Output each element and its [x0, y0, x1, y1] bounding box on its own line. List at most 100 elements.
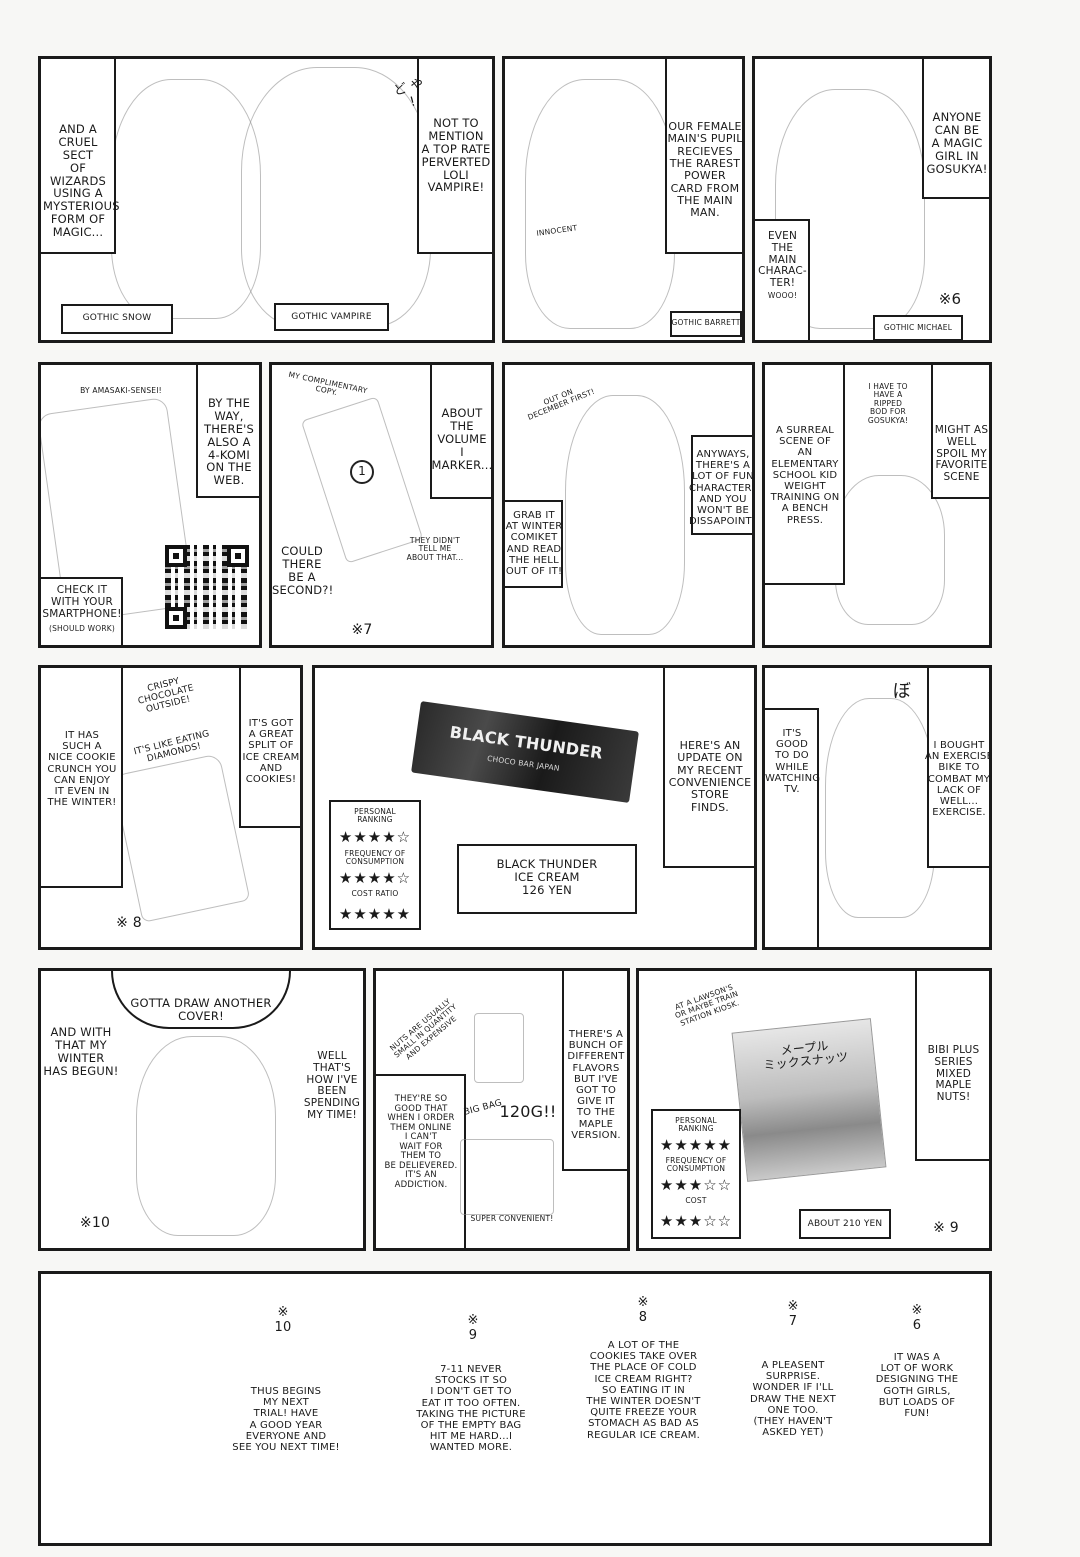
footnote-mark: ※ 8 — [637, 1295, 649, 1325]
name-tag-label: GOTHIC BARRETT — [671, 318, 741, 327]
rating-title: PERSONAL RANKING — [675, 1116, 717, 1134]
name-tag — [61, 304, 173, 334]
rating-title: PERSONAL RANKING — [354, 807, 396, 825]
caption-box — [663, 668, 754, 868]
caption-draw-cover: GOTTA DRAW ANOTHER COVER! — [130, 996, 272, 1023]
sketch-schoolgirl — [565, 395, 685, 635]
rating-stars: ★★★★☆ — [338, 828, 412, 846]
caption-box — [41, 59, 116, 254]
volume-marker — [350, 460, 374, 484]
caption-exercise-bike: I BOUGHT AN EXERCISE BIKE TO COMBAT MY L… — [924, 740, 992, 819]
panel-bench-press: A SURREAL SCENE OF AN ELEMENTARY SCHOOL … — [762, 362, 992, 648]
caption-box — [41, 668, 123, 888]
sketch-drawing-artist — [136, 1036, 276, 1236]
footnote-text: THUS BEGINS MY NEXT TRIAL! HAVE A GOOD Y… — [232, 1386, 340, 1453]
footnote-mark: ※ 9 — [933, 1220, 959, 1236]
panel-ice-cream-review: IT HAS SUCH A NICE COOKIE CRUNCH YOU CAN… — [38, 665, 303, 950]
caption-wizards: AND A CRUEL SECT OF WIZARDS USING A MYST… — [43, 122, 120, 239]
caption-box — [111, 971, 291, 1029]
caption-pupil: OUR FEMALE MAIN'S PUPIL RECIEVES THE RAR… — [667, 120, 743, 220]
name-tag-label: GOTHIC SNOW — [82, 313, 152, 323]
caption-bibi-plus: BIBI PLUS SERIES MIXED MAPLE NUTS! — [927, 1044, 980, 1103]
panel-gothic-barrett: OUR FEMALE MAIN'S PUPIL RECIEVES THE RAR… — [502, 56, 745, 343]
small-note: MY COMPLIMENTARY COPY. — [287, 369, 369, 398]
caption-grab-it: GRAB IT AT WINTER COMIKET AND READ THE H… — [505, 510, 563, 577]
sketch-gothic-barrett — [525, 79, 675, 329]
caption-surreal-scene: A SURREAL SCENE OF AN ELEMENTARY SCHOOL … — [770, 425, 840, 526]
caption-box — [927, 668, 989, 868]
small-note: CRISPY CHOCOLATE OUTSIDE! — [137, 676, 195, 716]
panel-exercise-bike: ぼ IT'S GOOD TO DO WHILE WATCHING TV. I B… — [762, 665, 992, 950]
footnote-mark: ※10 — [79, 1215, 111, 1231]
name-tag — [873, 315, 963, 340]
price-label: ABOUT 210 YEN — [807, 1219, 883, 1229]
caption-spoil: MIGHT AS WELL SPOIL MY FAVORITE SCENE — [934, 424, 989, 483]
caption-volume-marker: ABOUT THE VOLUME I MARKER... — [431, 406, 493, 472]
caption-web: BY THE WAY, THERE'S ALSO A 4-KOMI ON THE… — [203, 396, 255, 488]
caption-magic-girl: ANYONE CAN BE A MAGIC GIRL IN GOSUKYA! — [926, 110, 988, 176]
qr-code — [165, 545, 249, 629]
panel-maple-nuts: AT A LAWSON'S OR MAYBE TRAIN STATION KIO… — [636, 968, 992, 1251]
caption-maple: THERE'S A BUNCH OF DIFFERENT FLAVORS BUT… — [567, 1029, 625, 1141]
caption-box — [931, 365, 989, 499]
footnote-mark: ※ 7 — [787, 1299, 799, 1329]
caption-cookie-crunch: IT HAS SUCH A NICE COOKIE CRUNCH YOU CAN… — [47, 730, 117, 809]
caption-fun-characters: ANYWAYS, THERE'S A LOT OF FUN CHARACTERS… — [689, 449, 755, 528]
caption-box — [665, 59, 742, 254]
caption-spending-time: WELL THAT'S HOW I'VE BEEN SPENDING MY TI… — [303, 1050, 361, 1121]
sound-effect: ぼ — [892, 681, 912, 702]
caption-check: CHECK IT WITH YOUR SMARTPHONE! — [42, 584, 122, 620]
panel-comiket: OUT ON DECEMBER FIRST! ANYWAYS, THERE'S … — [502, 362, 755, 648]
small-note: (SHOULD WORK) — [48, 624, 116, 633]
panel-gothic-michael: ANYONE CAN BE A MAGIC GIRL IN GOSUKYA! E… — [752, 56, 992, 343]
footnote-mark: ※ 6 — [911, 1303, 923, 1333]
rating-card — [329, 800, 421, 930]
caption-box — [562, 971, 627, 1171]
caption-box — [922, 59, 989, 199]
caption-box — [505, 500, 563, 588]
name-tag — [274, 303, 389, 331]
package-label: メープル ミックスナッツ — [762, 1038, 849, 1073]
small-note: SUPER CONVENIENT! — [470, 1214, 554, 1223]
rating-title: FREQUENCY OF CONSUMPTION — [344, 849, 406, 867]
rating-title: COST RATIO — [351, 889, 399, 898]
sketch-big-bag — [460, 1139, 554, 1215]
name-tag-label: GOTHIC VAMPIRE — [291, 312, 372, 322]
caption-winter-begun: AND WITH THAT MY WINTER HAS BEGUN! — [43, 1025, 119, 1078]
small-note: NUTS ARE USUALLY SMALL IN QUANTITY AND E… — [388, 996, 459, 1062]
product-name: BLACK THUNDER ICE CREAM 126 YEN — [496, 857, 598, 897]
footnote-text: 7-11 NEVER STOCKS IT SO I DON'T GET TO E… — [416, 1364, 526, 1454]
rating-stars: ★★★☆☆ — [659, 1212, 733, 1230]
caption-box — [41, 577, 123, 645]
caption-watching-tv: IT'S GOOD TO DO WHILE WATCHING TV. — [765, 728, 821, 795]
footnote-text: IT WAS A LOT OF WORK DESIGNING THE GOTH … — [875, 1352, 959, 1419]
caption-box — [196, 365, 259, 498]
sketch-bench-press — [835, 475, 945, 625]
black-thunder-package: BLACK THUNDER CHOCO BAR JAPAN — [411, 701, 639, 803]
small-note: AT A LAWSON'S OR MAYBE TRAIN STATION KIO… — [673, 982, 741, 1028]
sketch-ice-cream-bar — [111, 753, 251, 923]
credit-note: BY AMASAKI-SENSEI! — [80, 386, 162, 395]
product-box — [457, 844, 637, 914]
caption-vampire: NOT TO MENTION A TOP RATE PERVERTED LOLI… — [421, 116, 491, 195]
caption-box — [755, 219, 810, 340]
panel-volume-marker: 1 MY COMPLIMENTARY COPY. ABOUT THE VOLUM… — [269, 362, 494, 648]
footnote-mark: ※ 9 — [467, 1313, 479, 1343]
panel-winter-begins: GOTTA DRAW ANOTHER COVER! AND WITH THAT … — [38, 968, 366, 1251]
name-tag-label: GOTHIC MICHAEL — [883, 323, 953, 332]
caption-box — [765, 708, 819, 947]
sketch-exercise-bike — [825, 698, 935, 918]
caption-second: COULD THERE BE A SECOND?! — [272, 544, 334, 597]
small-note: I HAVE TO HAVE A RIPPED BOD FOR GOSUKYA! — [867, 382, 909, 425]
panel-gothic-snow-vampire: AND A CRUEL SECT OF WIZARDS USING A MYST… — [38, 56, 495, 343]
rating-stars: ★★★☆☆ — [659, 1176, 733, 1194]
rating-title: FREQUENCY OF CONSUMPTION — [665, 1156, 727, 1174]
caption-convenience: HERE'S AN UPDATE ON MY RECENT CONVENIENC… — [668, 739, 752, 814]
sketch-gothic-michael — [775, 89, 925, 329]
sketch-small-bag — [474, 1013, 524, 1083]
rating-stars: ★★★★★ — [338, 905, 412, 923]
caption-box — [765, 365, 845, 585]
caption-box — [430, 365, 491, 499]
caption-addiction: THEY'RE SO GOOD THAT WHEN I ORDER THEM O… — [384, 1094, 458, 1190]
panel-footnotes: ※ 10 THUS BEGINS MY NEXT TRIAL! HAVE A G… — [38, 1271, 992, 1546]
